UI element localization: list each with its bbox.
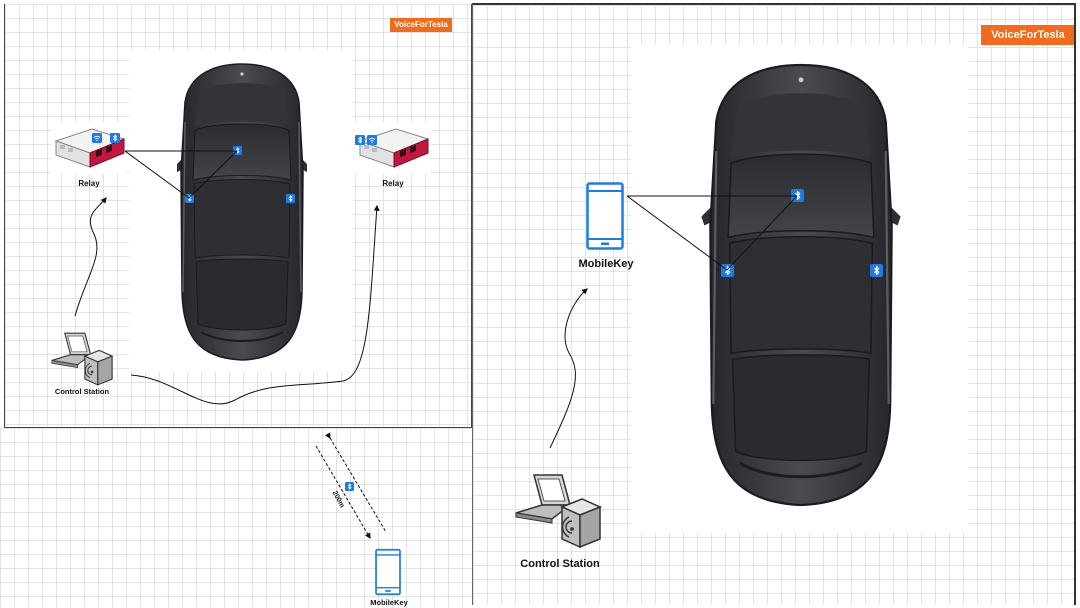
mobilekey-label: MobileKey [370, 598, 408, 607]
relay-board-image [355, 122, 431, 174]
distance-arrows [315, 432, 387, 540]
connection-lines [549, 195, 798, 449]
relay-left-label: Relay [78, 179, 100, 188]
diagram-panel-relay: VoiceForTesla Relay Relay Control Statio… [4, 4, 472, 428]
control-station-label: Control Station [520, 558, 600, 570]
diagram-panel-distance: 200m MobileKey [0, 428, 473, 608]
brand-tag: VoiceForTesla [390, 18, 452, 32]
laptop-icon [515, 474, 601, 548]
diagram-panel-mobilekey: VoiceForTesla MobileKey Control Station [472, 3, 1076, 605]
control-station-label: Control Station [54, 387, 110, 396]
bluetooth-icon [345, 482, 354, 491]
mobilekey-label: MobileKey [578, 258, 634, 270]
phone-icon [375, 548, 401, 596]
relay-right-label: Relay [382, 179, 404, 188]
brand-tag: VoiceForTesla [981, 25, 1074, 45]
laptop-icon [51, 332, 113, 386]
relay-board-image [51, 122, 127, 174]
connection-lines [74, 150, 380, 405]
